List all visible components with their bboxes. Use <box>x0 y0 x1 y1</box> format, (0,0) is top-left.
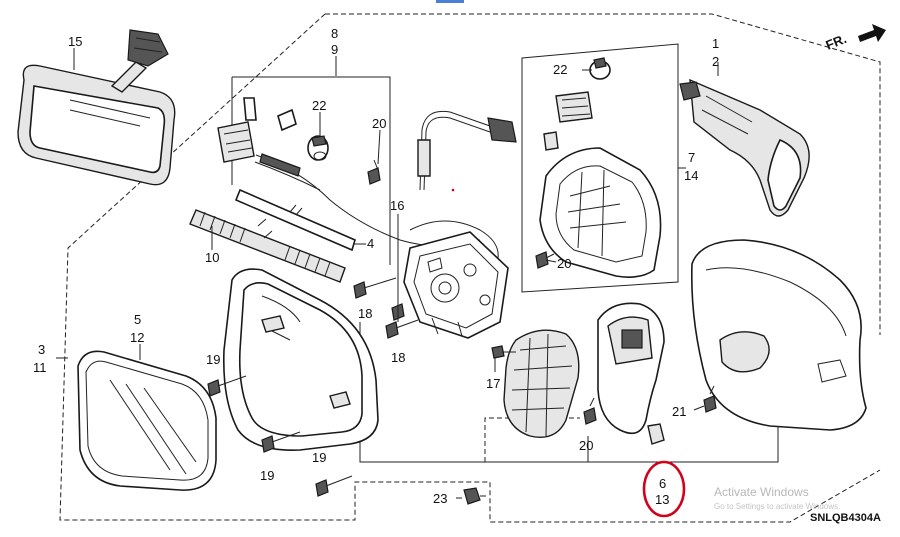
diagram-code: SNLQB4304A <box>810 512 881 524</box>
callout-20-lower: 20 <box>579 438 593 453</box>
rear-view-mirror <box>17 29 176 186</box>
cable-4 <box>234 188 356 252</box>
cap-clip <box>647 423 665 445</box>
screws-19 <box>207 375 353 497</box>
callout-14: 14 <box>684 168 698 183</box>
callout-22-left: 22 <box>312 98 326 113</box>
mirror-actuator <box>403 231 509 339</box>
callout-13: 13 <box>655 492 669 507</box>
callout-19-lower: 19 <box>312 450 326 465</box>
callout-2: 2 <box>712 54 719 69</box>
screw-21 <box>703 385 717 413</box>
turn-signal-light <box>679 78 810 217</box>
screw-17 <box>491 345 516 359</box>
callout-19-mid: 19 <box>260 468 274 483</box>
callout-18-lower: 18 <box>391 350 405 365</box>
callout-9: 9 <box>331 42 338 57</box>
mirror-glass <box>77 350 217 491</box>
connector-actuator <box>555 91 593 123</box>
connector-harness <box>217 97 481 247</box>
watermark-title: Activate Windows <box>714 485 809 499</box>
callout-10: 10 <box>205 250 219 265</box>
base-plate <box>503 329 580 438</box>
front-label: FR. <box>824 31 849 53</box>
callout-15: 15 <box>68 34 82 49</box>
front-arrow-icon <box>858 24 886 42</box>
clip-22-left <box>307 135 329 161</box>
callout-20-actuator: 20 <box>557 256 571 271</box>
assembly-outline <box>59 13 881 523</box>
callout-19-left: 19 <box>206 352 220 367</box>
callout-20-harness: 20 <box>372 116 386 131</box>
callout-23: 23 <box>433 491 447 506</box>
callout-22-right: 22 <box>553 62 567 77</box>
callout-3: 3 <box>38 342 45 357</box>
callout-7: 7 <box>688 150 695 165</box>
callout-18-upper: 18 <box>358 306 372 321</box>
nut-23 <box>463 487 486 505</box>
callout-1: 1 <box>712 36 719 51</box>
watermark-subtitle: Go to Settings to activate Windows. <box>714 502 840 511</box>
callout-6: 6 <box>659 476 666 491</box>
callout-5: 5 <box>134 312 141 327</box>
callout-11: 11 <box>33 360 47 375</box>
screw-20-actuator <box>535 251 555 269</box>
front-direction-indicator: FR. <box>824 24 886 53</box>
skull-cap-cover <box>597 302 665 435</box>
leader-lines <box>56 48 719 499</box>
clip-22-right <box>589 57 611 80</box>
cable-10 <box>189 209 346 283</box>
callout-12: 12 <box>130 330 144 345</box>
highlight-ring <box>642 460 686 518</box>
actuator-group-box <box>521 43 679 293</box>
wire-lead <box>409 110 517 259</box>
mirror-housing-frame <box>222 268 379 451</box>
callout-labels: 15 8 9 22 20 16 4 10 18 18 5 12 3 11 19 … <box>33 26 719 507</box>
actuator-unit <box>539 131 662 278</box>
callout-17: 17 <box>486 376 500 391</box>
outer-housing-cap <box>690 239 867 431</box>
callout-8: 8 <box>331 26 338 41</box>
top-edge-mark <box>436 0 464 3</box>
screw-20-lower <box>583 397 597 425</box>
callout-4: 4 <box>367 236 374 251</box>
callout-16: 16 <box>390 198 404 213</box>
callout-21: 21 <box>672 404 686 419</box>
screw-20-harness <box>367 159 381 185</box>
center-dot <box>451 188 455 192</box>
harness-clip <box>277 108 297 132</box>
